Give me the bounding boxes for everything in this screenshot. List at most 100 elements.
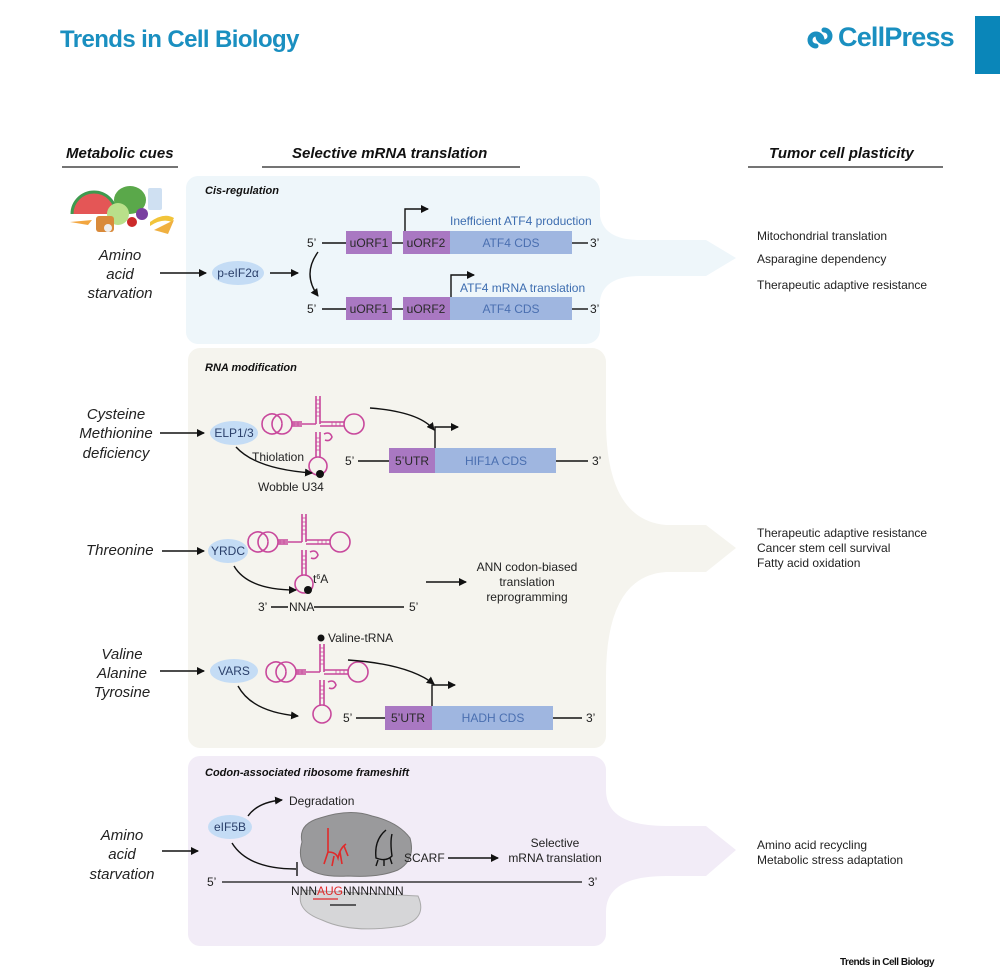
side-tab[interactable] [975, 16, 1000, 74]
svg-text:NNA: NNA [289, 600, 314, 614]
codon-line: 3’ NNA 5’ [258, 600, 418, 614]
rna-modification-panel [188, 348, 736, 748]
svg-text:5’: 5’ [345, 454, 354, 468]
degradation-label: Degradation [289, 794, 354, 808]
cis-outcomes: Mitochondrial translation Asparagine dep… [757, 229, 927, 292]
food-assortment-icon [70, 186, 174, 234]
cis-regulation-panel [186, 176, 736, 344]
svg-text:3’: 3’ [590, 302, 599, 316]
elp-cue: Cysteine Methionine deficiency [79, 406, 152, 462]
enzyme-oval-elp13 [210, 421, 258, 445]
t6a-label: t6A [313, 572, 328, 586]
svg-text:translation: translation [499, 575, 554, 589]
ann-result: ANN codon-biased translation reprogrammi… [477, 560, 578, 604]
svg-text:5’: 5’ [307, 302, 316, 316]
svg-text:ANN codon-biased: ANN codon-biased [477, 560, 578, 574]
svg-text:Tyrosine: Tyrosine [94, 684, 150, 701]
enzyme-label: p-eIF2α [217, 266, 259, 280]
svg-text:Amino: Amino [98, 247, 142, 264]
svg-text:Fatty acid oxidation: Fatty acid oxidation [757, 556, 860, 570]
column-header-selective-translation: Selective mRNA translation [292, 145, 487, 162]
svg-text:5’: 5’ [343, 711, 352, 725]
frameshift-title: Codon-associated ribosome frameshift [205, 767, 410, 779]
hif1a-construct: 5’ 5’UTR HIF1A CDS 3’ [345, 423, 601, 473]
enzyme-label: VARS [218, 664, 250, 678]
curved-arrow [237, 685, 299, 720]
svg-text:HADH CDS: HADH CDS [462, 711, 525, 725]
thiolation-label: Thiolation [252, 450, 304, 464]
cis-regulation-title: Cis-regulation [205, 185, 279, 197]
journal-title: Trends in Cell Biology [60, 26, 299, 53]
cellpress-brand[interactable]: CellPress [806, 22, 955, 53]
ribosome-icon [299, 812, 422, 930]
svg-text:3’: 3’ [258, 600, 267, 614]
enzyme-label: eIF5B [214, 820, 246, 834]
selective-translation-result: Selective mRNA translation [508, 836, 601, 865]
svg-text:Amino acid recycling: Amino acid recycling [757, 838, 867, 852]
enzyme-oval-yrdc [208, 539, 248, 563]
svg-text:ATF4 mRNA translation: ATF4 mRNA translation [460, 281, 585, 295]
svg-text:Asparagine dependency: Asparagine dependency [757, 252, 886, 266]
modification-dot [316, 470, 324, 478]
svg-text:3’: 3’ [592, 454, 601, 468]
mrna-sequence: NNNAUGNNNNNNN [291, 884, 404, 898]
svg-text:reprogramming: reprogramming [486, 590, 567, 604]
curved-arrow [347, 659, 435, 685]
frameshift-outcomes: Amino acid recycling Metabolic stress ad… [757, 838, 903, 867]
svg-text:Cysteine: Cysteine [87, 406, 145, 423]
svg-text:Amino: Amino [100, 827, 144, 844]
svg-text:starvation: starvation [89, 866, 154, 883]
cis-cue: Amino acid starvation [87, 247, 152, 302]
svg-text:Metabolic stress adaptation: Metabolic stress adaptation [757, 853, 903, 867]
svg-text:acid: acid [106, 266, 134, 283]
hadh-construct: 5’ 5’UTR HADH CDS 3’ [343, 681, 595, 730]
svg-text:acid: acid [108, 846, 136, 863]
svg-text:5’: 5’ [207, 875, 216, 889]
svg-text:Alanine: Alanine [96, 665, 147, 682]
curved-arrow [309, 251, 319, 297]
svg-text:deficiency: deficiency [83, 445, 151, 462]
enzyme-oval-eif5b [208, 815, 252, 839]
brand-name: CellPress [838, 22, 955, 52]
modification-dot [304, 586, 312, 594]
curved-arrow [369, 407, 435, 431]
svg-text:Therapeutic adaptive resistanc: Therapeutic adaptive resistance [757, 278, 927, 292]
column-header-metabolic-cues: Metabolic cues [66, 145, 174, 162]
svg-text:ATF4 CDS: ATF4 CDS [482, 302, 539, 316]
svg-text:starvation: starvation [87, 285, 152, 302]
cellpress-logo-icon [807, 27, 833, 48]
svg-text:5’: 5’ [409, 600, 418, 614]
svg-text:uORF2: uORF2 [407, 302, 446, 316]
svg-text:uORF2: uORF2 [407, 236, 446, 250]
curved-arrow [235, 446, 313, 477]
column-header-tumor-plasticity: Tumor cell plasticity [769, 145, 914, 162]
svg-text:HIF1A CDS: HIF1A CDS [465, 454, 527, 468]
yrdc-cue: Threonine [86, 542, 154, 559]
svg-text:3’: 3’ [588, 875, 597, 889]
enzyme-label: YRDC [211, 544, 245, 558]
vars-cue: Valine Alanine Tyrosine [94, 646, 150, 701]
svg-text:3’: 3’ [586, 711, 595, 725]
svg-text:Selective: Selective [531, 836, 580, 850]
svg-text:Valine: Valine [101, 646, 142, 663]
wobble-label: Wobble U34 [258, 480, 324, 494]
scarf-label: SCARF [404, 851, 445, 865]
enzyme-oval-p-eif2a [212, 261, 264, 285]
svg-text:mRNA translation: mRNA translation [508, 851, 601, 865]
enzyme-label: ELP1/3 [214, 426, 254, 440]
svg-text:Mitochondrial translation: Mitochondrial translation [757, 229, 887, 243]
curved-arrow [233, 565, 297, 594]
curved-arrow [247, 796, 283, 817]
enzyme-oval-vars [210, 659, 258, 683]
svg-text:5’: 5’ [307, 236, 316, 250]
svg-text:ATF4 CDS: ATF4 CDS [482, 236, 539, 250]
svg-text:3’: 3’ [590, 236, 599, 250]
svg-text:5’UTR: 5’UTR [395, 454, 429, 468]
svg-text:Inefficient ATF4 production: Inefficient ATF4 production [450, 214, 592, 228]
atf4-construct-bottom: 5’ uORF1 uORF2 ATF4 CDS 3’ ATF4 mRNA tra… [307, 271, 599, 320]
frameshift-cue: Amino acid starvation [89, 827, 154, 883]
svg-text:5’UTR: 5’UTR [391, 711, 425, 725]
inhibition-arrow [231, 842, 297, 870]
mrna-strand: 5’ 3’ NNNAUGNNNNNNN [207, 875, 597, 906]
frameshift-panel [188, 756, 736, 946]
